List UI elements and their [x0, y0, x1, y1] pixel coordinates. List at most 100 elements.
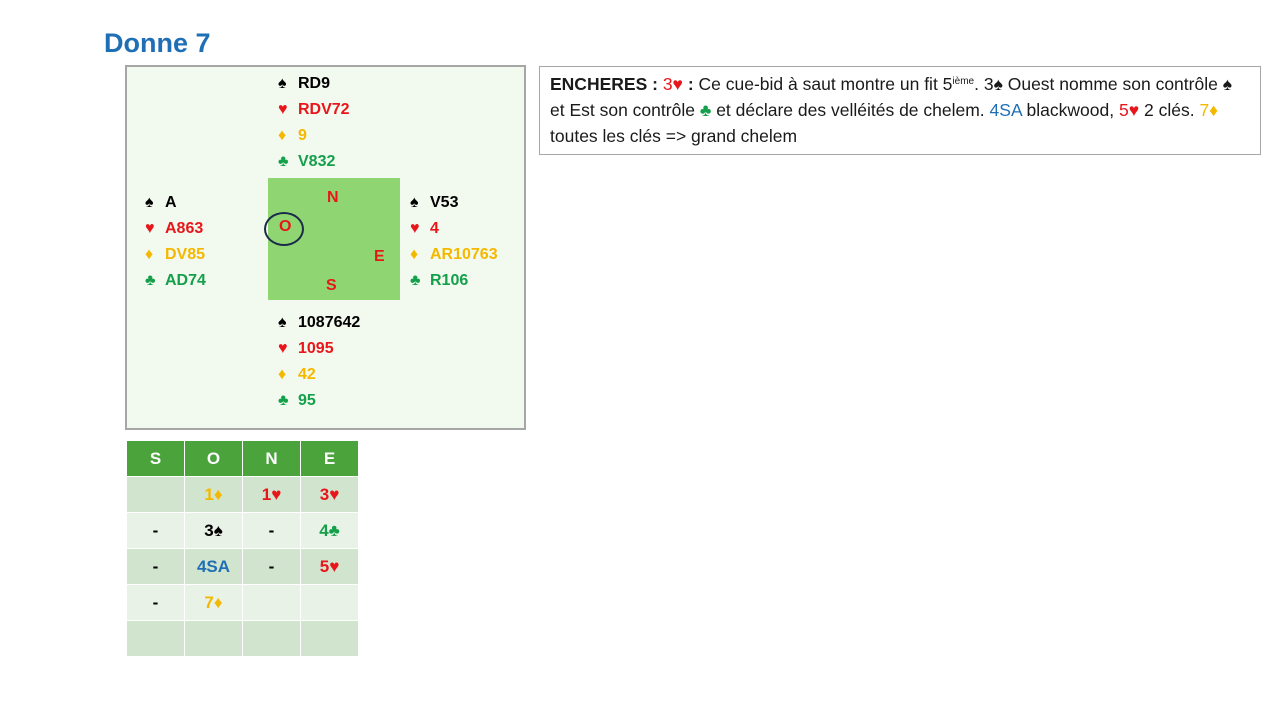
heart-icon: ♥ — [278, 340, 288, 357]
comment-text-8: toutes les clés => grand chelem — [550, 126, 798, 146]
table-cell: 3♠ — [184, 512, 243, 549]
bid-5h: 5♥ — [1118, 100, 1140, 120]
west-spades: A — [165, 194, 177, 211]
table-cell: 1♥ — [242, 476, 301, 513]
spade-icon: ♠ — [1222, 74, 1233, 94]
north-diamonds: 9 — [298, 127, 307, 144]
west-hearts: A863 — [165, 220, 204, 237]
header-north: N — [242, 440, 301, 477]
club-icon: ♣ — [278, 153, 289, 170]
west-diamonds: DV85 — [165, 246, 206, 263]
table-cell: 3♥ — [300, 476, 359, 513]
compass-east: E — [374, 248, 385, 265]
header-west: O — [184, 440, 243, 477]
club-icon: ♣ — [328, 520, 340, 540]
dealer-circle — [264, 212, 304, 246]
bid-3h: 3♥ — [662, 74, 683, 94]
south-clubs: 95 — [298, 392, 316, 409]
diamond-icon: ♦ — [410, 246, 419, 263]
club-icon: ♣ — [410, 272, 421, 289]
diamond-icon: ♦ — [213, 484, 223, 504]
heart-icon: ♥ — [1128, 100, 1140, 120]
east-diamonds: AR10763 — [430, 246, 498, 263]
east-spades: V53 — [430, 194, 459, 211]
table-cell: - — [242, 512, 301, 549]
spade-icon: ♠ — [410, 194, 419, 211]
club-icon: ♣ — [145, 272, 156, 289]
table-row: 1♦ 1♥ 3♥ — [126, 476, 359, 513]
auction-table: S O N E 1♦ 1♥ 3♥ - 3♠ - 4♣ - 4SA - 5♥ - … — [126, 440, 359, 657]
spade-icon: ♠ — [213, 520, 223, 540]
table-cell: - — [126, 512, 185, 549]
table-cell: 1♦ — [184, 476, 243, 513]
heart-icon: ♥ — [278, 101, 288, 118]
bidding-comment: ENCHERES : 3♥ : Ce cue-bid à saut montre… — [539, 66, 1261, 155]
diamond-icon: ♦ — [145, 246, 154, 263]
table-cell — [242, 584, 301, 621]
superscript: ième — [952, 76, 975, 87]
west-hand: ♠ A ♥ A863 ♦ DV85 ♣ AD74 — [145, 190, 206, 294]
spade-icon: ♠ — [278, 75, 287, 92]
heart-icon: ♥ — [410, 220, 420, 237]
comment-text-1: Ce cue-bid à saut montre un fit 5 — [698, 74, 953, 94]
table-cell — [300, 620, 359, 657]
table-cell: - — [126, 548, 185, 585]
table-row: - 7♦ — [126, 584, 359, 621]
compass-south: S — [326, 277, 337, 294]
compass-table: N O E S — [264, 178, 400, 300]
table-cell: 4♣ — [300, 512, 359, 549]
comment-text-2: . 3 — [974, 74, 994, 94]
table-cell: 5♥ — [300, 548, 359, 585]
spade-icon: ♠ — [145, 194, 154, 211]
diamond-icon: ♦ — [213, 592, 223, 612]
table-cell: 4SA — [184, 548, 243, 585]
page-title: Donne 7 — [104, 28, 211, 58]
table-row — [126, 620, 359, 657]
table-cell — [184, 620, 243, 657]
heart-icon: ♥ — [271, 484, 282, 504]
comment-label: ENCHERES : — [550, 74, 658, 94]
comment-text-7: 2 clés. — [1143, 100, 1195, 120]
south-spades: 1087642 — [298, 314, 361, 331]
heart-icon: ♥ — [329, 556, 340, 576]
table-row: - 4SA - 5♥ — [126, 548, 359, 585]
comment-text-6: blackwood, — [1026, 100, 1115, 120]
spade-icon: ♠ — [993, 74, 1003, 94]
table-cell — [300, 584, 359, 621]
south-hand: ♠ 1087642 ♥ 1095 ♦ 42 ♣ 95 — [278, 310, 360, 414]
south-diamonds: 42 — [298, 366, 316, 383]
heart-icon: ♥ — [145, 220, 155, 237]
north-hearts: RDV72 — [298, 101, 350, 118]
spade-icon: ♠ — [278, 314, 287, 331]
bid-4sa: 4SA — [989, 100, 1022, 120]
diamond-icon: ♦ — [278, 127, 287, 144]
heart-icon: ♥ — [329, 484, 340, 504]
comment-text-3: Ouest nomme son contrôle — [1007, 74, 1218, 94]
north-clubs: V832 — [298, 153, 336, 170]
compass-north: N — [327, 189, 339, 206]
table-cell — [126, 620, 185, 657]
heart-icon: ♥ — [672, 74, 683, 94]
bid-7d: 7♦ — [1199, 100, 1219, 120]
header-east: E — [300, 440, 359, 477]
table-row: - 3♠ - 4♣ — [126, 512, 359, 549]
table-cell: - — [126, 584, 185, 621]
compass-west: O — [279, 218, 292, 235]
comment-text-4: et Est son contrôle — [550, 100, 695, 120]
north-hand: ♠ RD9 ♥ RDV72 ♦ 9 ♣ V832 — [278, 71, 350, 175]
east-hearts: 4 — [430, 220, 439, 237]
club-icon: ♣ — [278, 392, 289, 409]
table-cell: - — [242, 548, 301, 585]
south-hearts: 1095 — [298, 340, 334, 357]
table-cell — [126, 476, 185, 513]
west-clubs: AD74 — [165, 272, 206, 289]
comment-text-5: et déclare des velléités de chelem. — [716, 100, 985, 120]
north-spades: RD9 — [298, 75, 331, 92]
diamond-icon: ♦ — [278, 366, 287, 383]
diamond-icon: ♦ — [1209, 100, 1219, 120]
club-icon: ♣ — [699, 100, 712, 120]
header-south: S — [126, 440, 185, 477]
east-clubs: R106 — [430, 272, 469, 289]
table-cell: 7♦ — [184, 584, 243, 621]
table-cell — [242, 620, 301, 657]
